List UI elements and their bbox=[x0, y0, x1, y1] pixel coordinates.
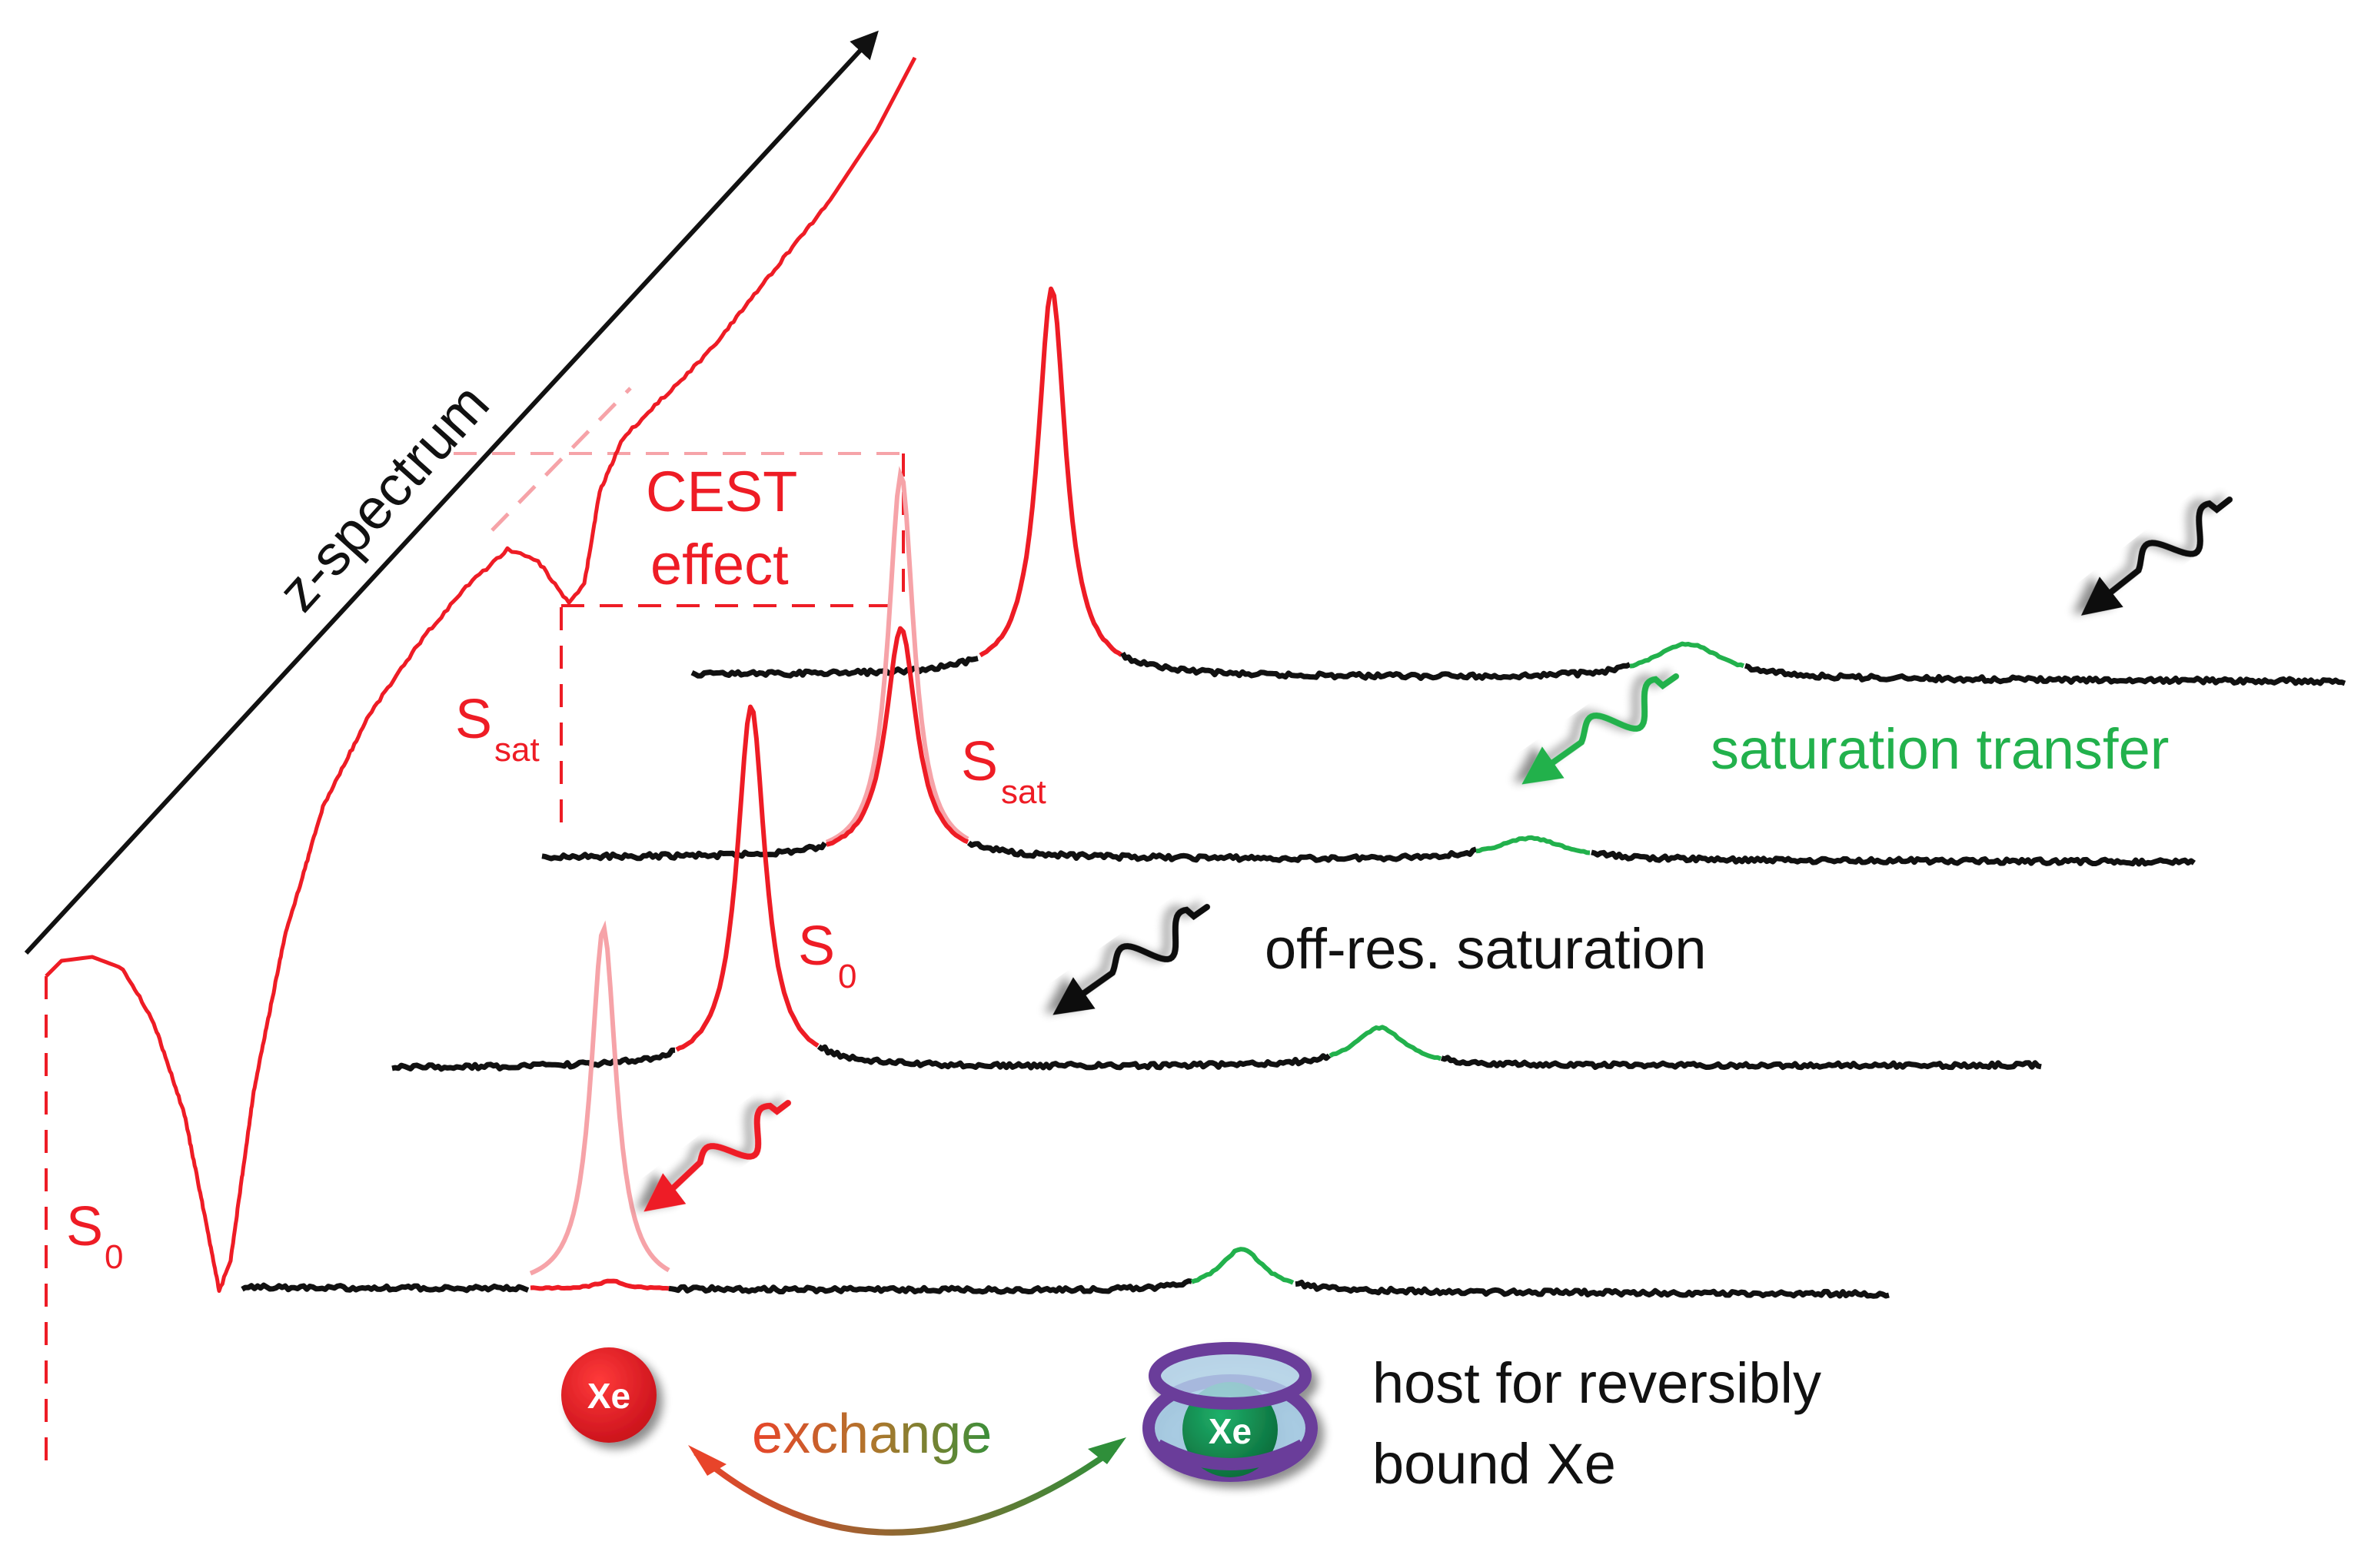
cest-label-line2: effect bbox=[650, 533, 789, 596]
baseline-segment bbox=[1120, 651, 1631, 681]
baseline-segment bbox=[1440, 1055, 2042, 1071]
bound-xe-peak bbox=[1328, 1025, 1442, 1061]
s-sat-label-left: S sat bbox=[455, 689, 540, 769]
exchange-arrow bbox=[693, 1446, 1117, 1536]
bound-xe-label: Xe bbox=[1209, 1411, 1252, 1451]
rf-pulse-top-icon bbox=[2080, 497, 2233, 616]
baseline-segment bbox=[690, 656, 979, 679]
baseline-segment bbox=[1744, 663, 2346, 686]
baseline-segment bbox=[668, 1278, 1192, 1295]
saturation-transfer-label: saturation transfer bbox=[1711, 717, 2169, 781]
off-res-saturation-label: off-res. saturation bbox=[1265, 917, 1706, 981]
free-xe-peak bbox=[530, 1278, 670, 1291]
exchange-arrowhead-left bbox=[688, 1445, 727, 1476]
free-xe-peak bbox=[826, 626, 969, 847]
reference-peak-faded bbox=[825, 466, 969, 845]
z-spectrum-axis-arrow bbox=[24, 30, 879, 955]
spectrum-bottom bbox=[241, 920, 1890, 1299]
spectrum-top bbox=[690, 286, 2346, 686]
reference-peak-faded bbox=[529, 920, 670, 1276]
s0-left-sub: 0 bbox=[105, 1238, 123, 1276]
baseline-segment bbox=[966, 840, 1478, 863]
s0-middle-sub: 0 bbox=[838, 958, 856, 995]
cest-label-line1: CEST bbox=[646, 460, 797, 523]
s-sat-left-main: S bbox=[455, 689, 492, 750]
s0-left-main: S bbox=[66, 1196, 103, 1257]
free-xe-peak bbox=[979, 286, 1123, 658]
rf-pulse-transfer-icon bbox=[1521, 673, 1679, 785]
host-label-line2: bound Xe bbox=[1372, 1432, 1616, 1496]
rf-pulses bbox=[643, 497, 2233, 1212]
baseline-segment bbox=[1295, 1279, 1890, 1299]
s-sat-left-sub: sat bbox=[494, 731, 540, 769]
baseline-segment bbox=[241, 1282, 530, 1294]
z-spectrum-curve bbox=[45, 56, 917, 1293]
exchange-label: exchange bbox=[752, 1404, 992, 1465]
s-sat-right-sub: sat bbox=[1001, 773, 1046, 811]
baseline-segment bbox=[816, 1044, 1332, 1071]
s0-label-left: S 0 bbox=[66, 1196, 123, 1276]
rf-pulse-onres-icon bbox=[643, 1100, 791, 1212]
z-spectrum-extrapolation bbox=[490, 387, 632, 532]
baseline-segment bbox=[1591, 849, 2196, 867]
bound-xe-peak bbox=[1629, 641, 1745, 669]
s-sat-right-main: S bbox=[961, 731, 998, 792]
host-cage: Xe bbox=[1142, 1342, 1318, 1482]
spectrum-second bbox=[541, 466, 2196, 867]
free-xe-label: Xe bbox=[587, 1376, 630, 1416]
spectrum-third bbox=[391, 704, 2042, 1072]
baseline-segment bbox=[391, 1047, 676, 1072]
bound-xe-peak bbox=[1475, 835, 1591, 855]
nmr-spectra bbox=[241, 286, 2346, 1299]
free-xe-atom: Xe bbox=[561, 1347, 657, 1443]
s-sat-label-right: S sat bbox=[961, 731, 1046, 811]
host-label-line1: host for reversibly bbox=[1372, 1351, 1821, 1415]
exchange-arrowhead-right bbox=[1088, 1437, 1126, 1464]
baseline-segment bbox=[541, 841, 827, 862]
guide-lines bbox=[45, 452, 905, 1472]
free-xe-peak bbox=[675, 704, 820, 1052]
s0-middle-main: S bbox=[798, 915, 835, 977]
s0-label-middle: S 0 bbox=[798, 915, 856, 995]
rf-pulse-offres-icon bbox=[1052, 904, 1210, 1015]
bound-xe-peak bbox=[1190, 1247, 1295, 1285]
